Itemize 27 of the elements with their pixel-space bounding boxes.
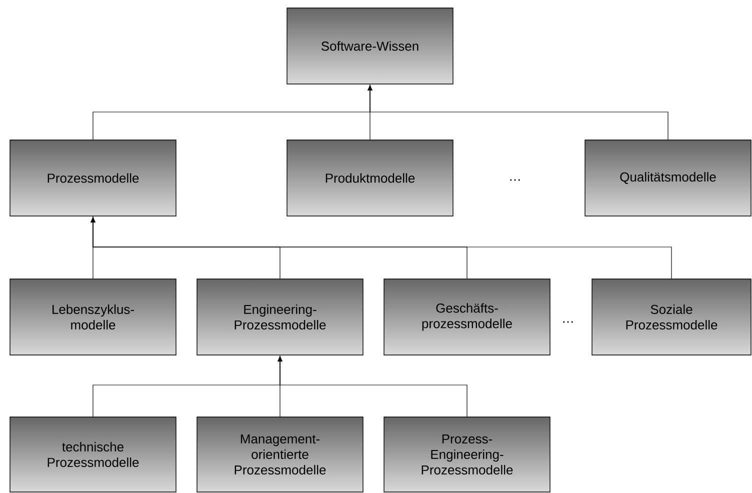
node-label: Software-Wissen <box>321 41 418 51</box>
connector-arrow <box>368 85 668 140</box>
node-label: Geschäfts- prozessmodelle <box>422 303 512 331</box>
model-box <box>592 278 752 356</box>
connector-arrow <box>278 356 468 417</box>
model-box <box>384 278 550 356</box>
node-label: Management- orientierte Prozessmodelle <box>234 434 326 475</box>
node-label: Qualitätsmodelle <box>620 172 716 184</box>
node-label: Lebenszyklus- modelle <box>52 304 134 330</box>
node-label: technische Prozessmodelle <box>48 442 139 468</box>
model-box <box>10 416 176 492</box>
ellipsis-label: … <box>563 321 573 323</box>
node-label: Soziale Prozessmodelle <box>626 304 718 330</box>
node-label: Prozessmodelle <box>48 173 139 183</box>
model-box <box>10 278 176 356</box>
ellipsis-label: … <box>510 179 520 181</box>
model-box <box>196 278 364 356</box>
model-box <box>584 140 752 216</box>
node-label: Produktmodelle <box>326 173 415 183</box>
model-box <box>384 416 550 492</box>
model-box <box>10 140 176 216</box>
connector-arrow <box>90 217 672 279</box>
node-label: Prozess- Engineering- Prozessmodelle <box>422 434 513 475</box>
model-box <box>286 140 454 216</box>
model-box <box>196 416 364 492</box>
node-label: Engineering- Prozessmodelle <box>234 304 326 330</box>
model-box <box>286 8 454 84</box>
